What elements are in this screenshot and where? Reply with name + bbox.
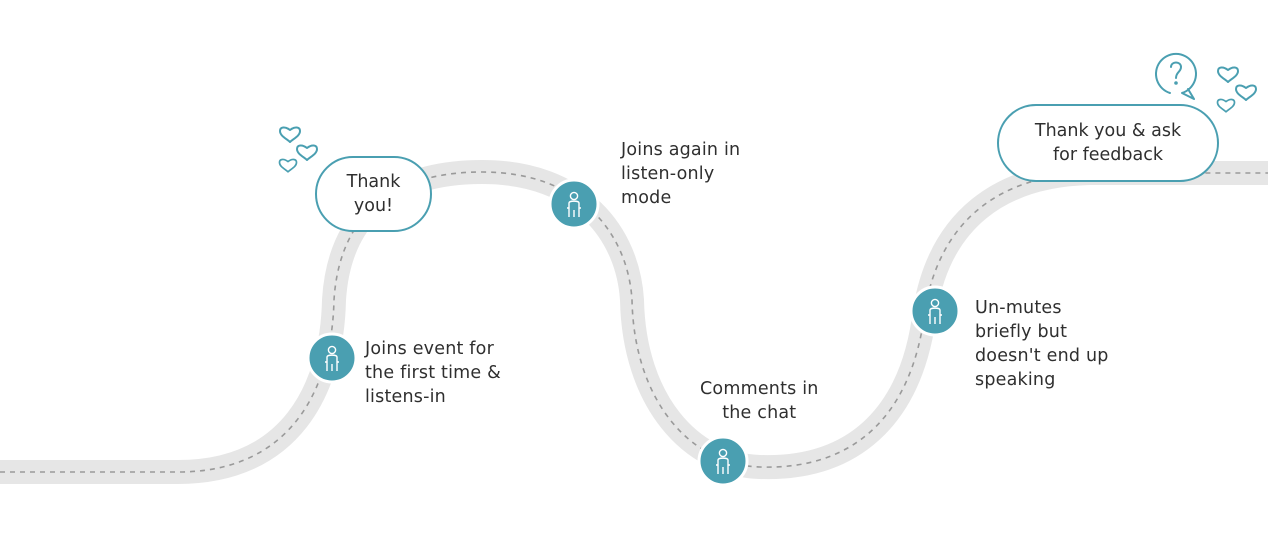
heart-icon	[1235, 84, 1257, 101]
step-marker-1	[306, 332, 358, 384]
person-icon	[716, 448, 730, 474]
step-marker-3	[697, 435, 749, 487]
heart-icon	[278, 158, 298, 173]
person-icon	[325, 345, 339, 371]
feedback-bubble: Thank you & ask for feedback	[997, 104, 1219, 182]
step-label-4: Un-mutes briefly but doesn't end up spea…	[975, 298, 1109, 390]
heart-icon	[1217, 66, 1239, 83]
step-label-2: Joins again in listen-only mode	[621, 140, 741, 208]
heart-icon	[1216, 98, 1236, 113]
step-label-3: Comments in the chat	[700, 379, 819, 423]
person-icon	[928, 298, 942, 324]
hearts-group-left	[278, 126, 318, 173]
step-marker-2	[548, 178, 600, 230]
step-marker-4	[909, 285, 961, 337]
step-label-1: Joins event for the first time & listens…	[365, 339, 501, 407]
person-icon	[567, 191, 581, 217]
thank-you-bubble: Thank you!	[315, 156, 432, 232]
question-bubble-icon	[1155, 53, 1197, 100]
road-centerline	[0, 171, 1268, 473]
heart-icon	[279, 126, 301, 143]
heart-icon	[296, 144, 318, 161]
hearts-group-right	[1216, 66, 1257, 113]
